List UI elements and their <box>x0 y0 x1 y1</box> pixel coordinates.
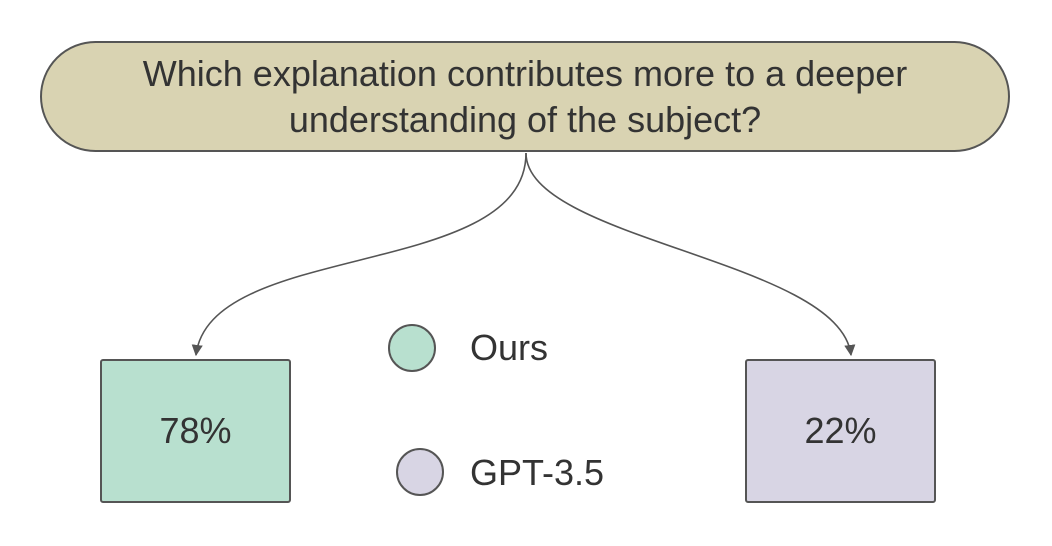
question-text: Which explanation contributes more to a … <box>142 52 908 140</box>
legend-label-gpt: GPT-3.5 <box>470 452 605 493</box>
result-box-gpt: 22% <box>745 359 936 503</box>
legend-swatch-gpt <box>396 448 444 496</box>
result-box-ours: 78% <box>100 359 291 503</box>
arrow-to-ours <box>191 152 527 357</box>
question-node: Which explanation contributes more to a … <box>40 41 1010 152</box>
result-value-gpt: 22% <box>804 410 877 451</box>
legend-label-ours: Ours <box>470 327 549 368</box>
legend-swatch-ours <box>388 324 436 372</box>
arrow-to-gpt <box>525 152 856 357</box>
result-value-ours: 78% <box>159 410 232 451</box>
